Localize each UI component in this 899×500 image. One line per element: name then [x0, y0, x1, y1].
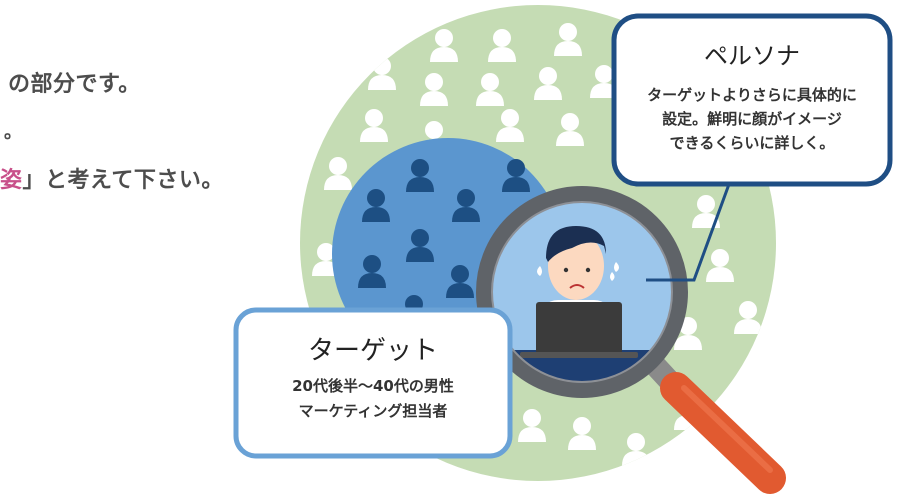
intro-line-3-rest: 」と考えて下さい。 — [22, 168, 224, 193]
target-title: ターゲット — [307, 336, 438, 366]
persona-desc-line: ターゲットよりさらに具体的に — [647, 86, 857, 104]
intro-line-2: 。 — [4, 122, 22, 143]
target-callout — [233, 307, 513, 459]
persona-desc-line: できるくらいに詳しく。 — [669, 134, 835, 152]
target-desc-line: マーケティング担当者 — [298, 402, 448, 420]
target-description: 20代後半〜40代の男性 マーケティング担当者 — [236, 374, 510, 424]
persona-callout — [611, 13, 893, 187]
intro-highlight: 姿 — [0, 168, 23, 193]
intro-line-3: 姿」と考えて下さい。 — [0, 162, 224, 194]
persona-description: ターゲットよりさらに具体的に 設定。鮮明に顔がイメージ できるくらいに詳しく。 — [614, 83, 890, 155]
intro-line-1: の部分です。 — [8, 72, 141, 97]
persona-connector — [646, 175, 734, 282]
persona-desc-line: 設定。鮮明に顔がイメージ — [662, 110, 842, 128]
persona-title: ペルソナ — [704, 42, 800, 70]
laptop-icon — [520, 302, 638, 358]
target-desc-line: 20代後半〜40代の男性 — [292, 377, 454, 395]
